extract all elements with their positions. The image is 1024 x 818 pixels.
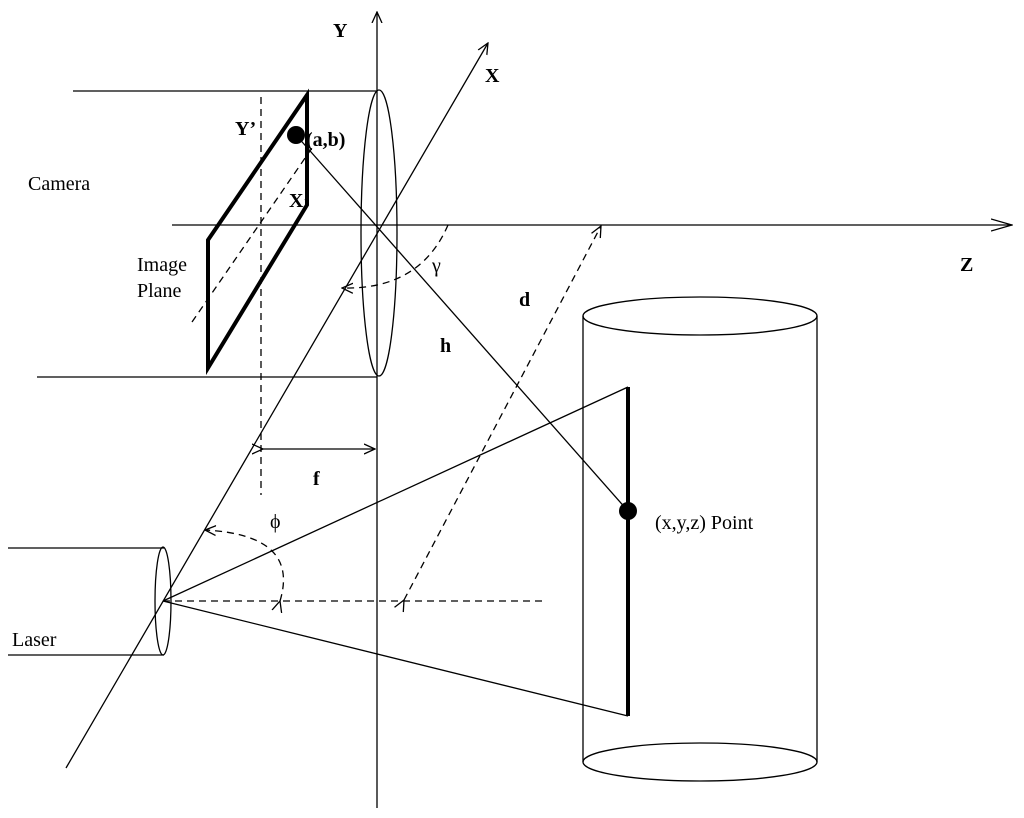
y-prime-label: Y’ (235, 118, 256, 140)
distance-h-label: h (440, 335, 451, 357)
laser-label: Laser (12, 629, 57, 651)
camera-lens (360, 89, 398, 377)
x-prime-label: X’ (289, 190, 310, 212)
phi-label: ϕ (270, 511, 281, 533)
image-plane-label-line2: Plane (137, 280, 182, 302)
image-plane-label-line1: Image (137, 254, 187, 276)
camera-label: Camera (28, 173, 90, 195)
cylinder-top (582, 296, 818, 336)
image-point-label: (a,b) (306, 129, 345, 151)
axis-z-label: Z (960, 254, 973, 276)
projection-ray (295, 134, 629, 512)
laser-beam-lower (162, 600, 629, 717)
cylinder-bottom (582, 742, 818, 782)
object-point-label: (x,y,z) Point (655, 512, 754, 534)
axis-y-label: Y (333, 20, 348, 42)
laser-aperture (154, 546, 172, 656)
phi-angle-arc (205, 530, 285, 601)
laser-beam-upper (162, 386, 629, 602)
focal-f-label: f (313, 468, 320, 490)
axis-x-label: X (485, 65, 500, 87)
image-point-marker (287, 126, 305, 144)
image-plane (206, 88, 309, 376)
gamma-label: γ (431, 255, 441, 277)
distance-d-label: d (519, 289, 530, 311)
distance-d-arrow (404, 226, 601, 600)
x-axis (65, 43, 488, 769)
